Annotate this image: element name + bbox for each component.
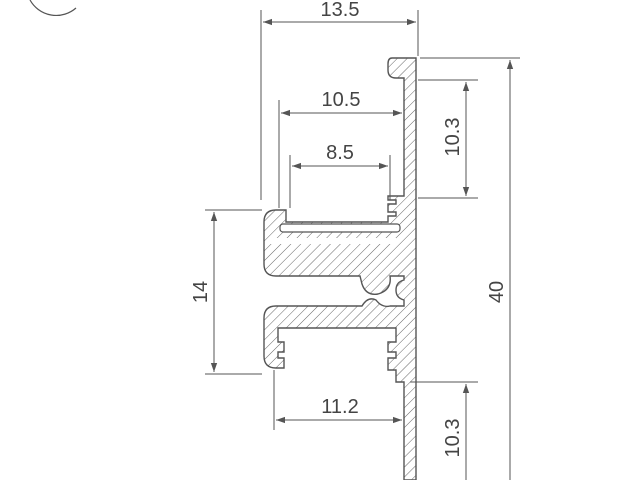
upper-slot xyxy=(279,223,401,233)
dim-label-10-3-lower: 10.3 xyxy=(442,419,464,458)
dim-label-11-2: 11.2 xyxy=(321,396,358,418)
dim-label-10-3-upper: 10.3 xyxy=(442,118,464,157)
dim-label-14: 14 xyxy=(190,281,212,303)
profile-section xyxy=(263,57,417,480)
dim-label-13-5: 13.5 xyxy=(321,0,360,21)
dim-label-8-5: 8.5 xyxy=(326,142,354,164)
dim-label-10-5: 10.5 xyxy=(322,89,361,111)
middle-channel xyxy=(270,238,396,244)
dim-label-40: 40 xyxy=(486,281,508,303)
callout-circle-mark xyxy=(29,0,77,17)
